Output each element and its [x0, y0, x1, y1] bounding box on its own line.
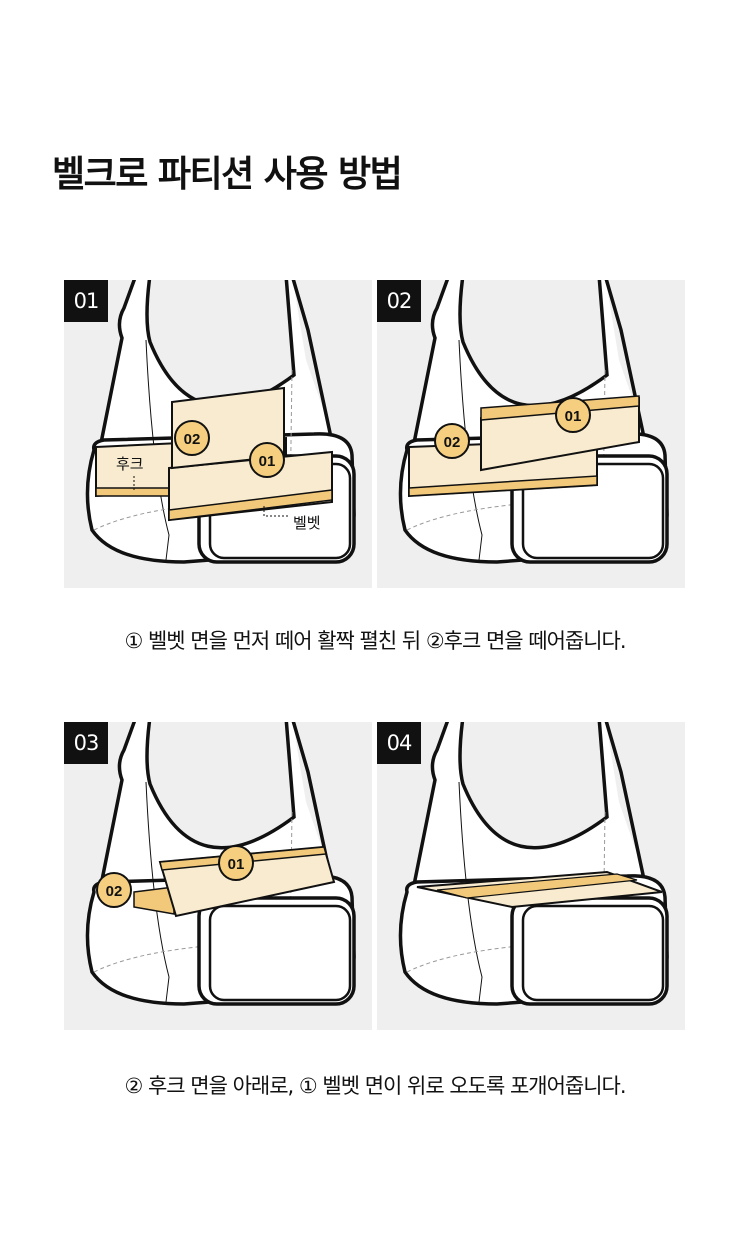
step-number: 01 — [64, 280, 108, 322]
step-panel-02: 02 02 01 — [377, 280, 685, 588]
step-panel-03: 03 02 01 — [64, 722, 372, 1030]
step-number: 02 — [377, 280, 421, 322]
page-title: 벨크로 파티션 사용 방법 — [52, 154, 403, 195]
badge-label: 01 — [259, 453, 276, 470]
badge-label: 02 — [444, 434, 461, 451]
badge-label: 02 — [106, 883, 123, 900]
caption-step-1-2: ① 벨벳 면을 먼저 떼어 활짝 펼친 뒤 ②후크 면을 떼어줍니다. — [124, 629, 626, 653]
step-number: 04 — [377, 722, 421, 764]
badge-label: 02 — [184, 431, 201, 448]
velvet-label: 벨벳 — [293, 514, 321, 532]
badge-02 — [174, 420, 210, 456]
bag-illustration: 02 01 — [64, 722, 372, 1030]
step-panel-01: 01 후크 벨벳 02 01 — [64, 280, 372, 588]
badge-01 — [249, 442, 285, 478]
badge-label: 01 — [565, 408, 582, 425]
bag-illustration — [377, 722, 685, 1030]
hook-label: 후크 — [116, 455, 144, 473]
bag-illustration: 02 01 — [377, 280, 685, 588]
step-panel-04: 04 — [377, 722, 685, 1030]
badge-label: 01 — [228, 856, 245, 873]
bag-illustration: 후크 벨벳 02 01 — [64, 280, 372, 588]
caption-step-3-4: ② 후크 면을 아래로, ① 벨벳 면이 위로 오도록 포개어줍니다. — [124, 1074, 626, 1098]
step-number: 03 — [64, 722, 108, 764]
